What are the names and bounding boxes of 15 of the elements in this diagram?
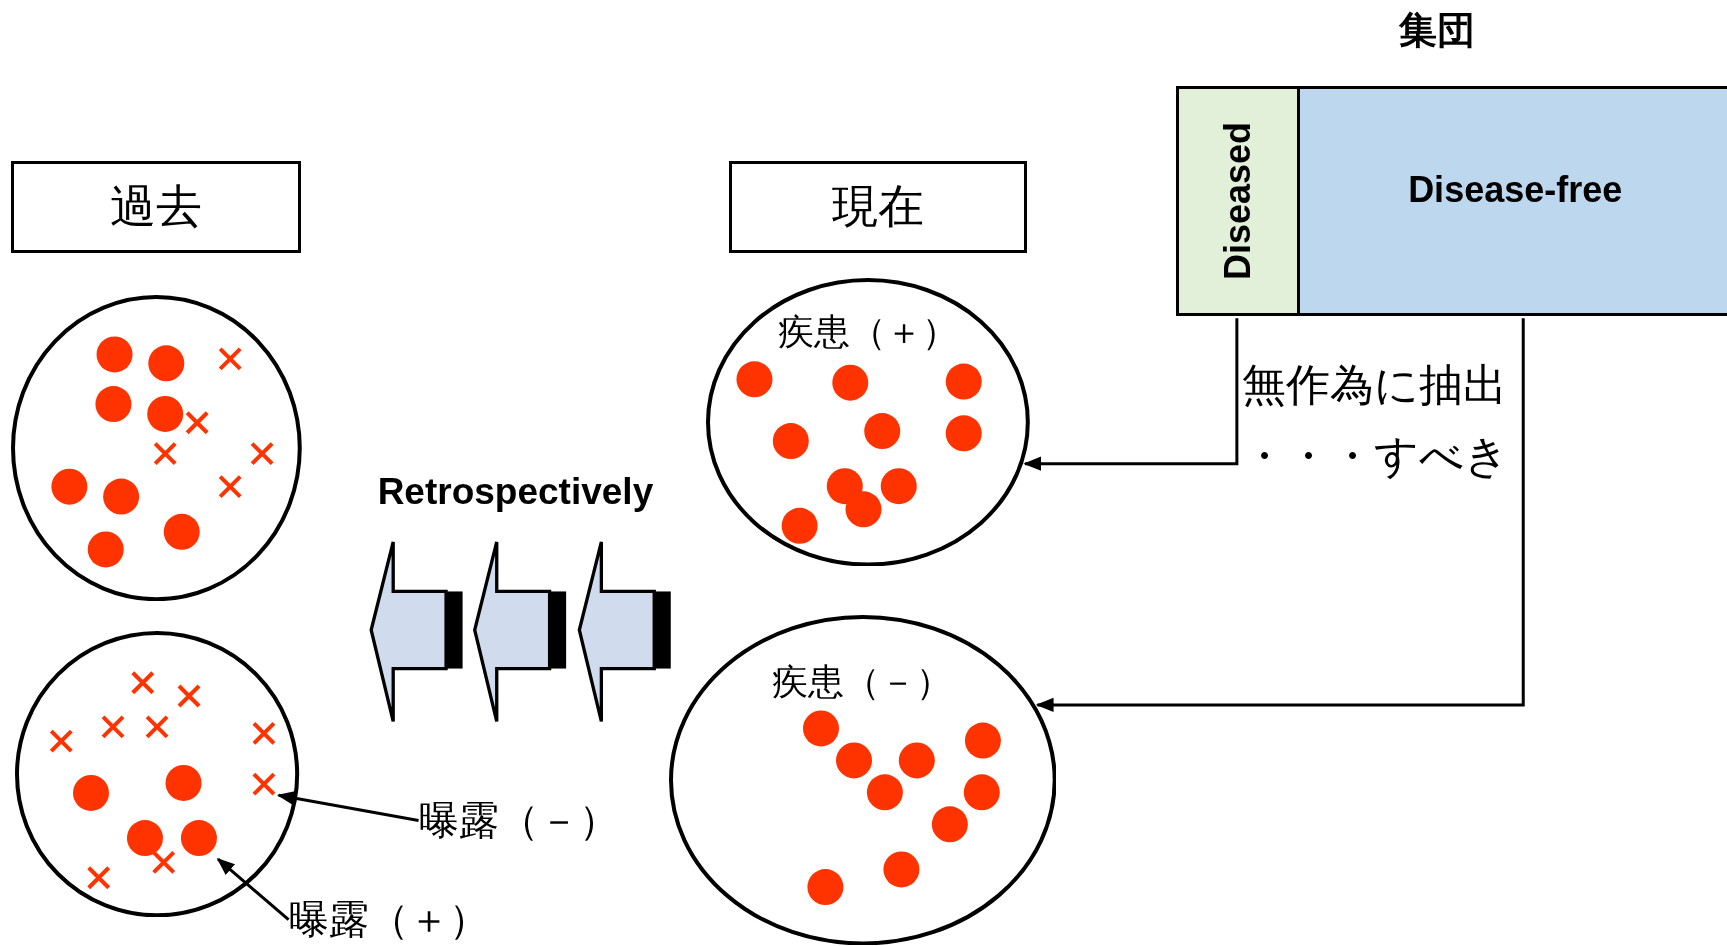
leader-label: 曝露（－） [418,795,639,846]
arrow [1035,318,1525,713]
time-label-box: 過去 [11,160,301,254]
leader-line [276,791,419,823]
direction-caption: Retrospectively [376,470,655,515]
segment-label: Diseased [1217,121,1260,281]
time-label-box: 現在 [729,160,1027,254]
note-text: 無作為に抽出・・・すべき [1242,359,1511,482]
arrow [1023,318,1239,471]
segment-label: Disease-free [1407,168,1624,213]
circle-label: 疾患（－） [771,660,954,705]
leader-label: 曝露（＋） [288,894,509,945]
leader-line [216,857,290,921]
circle-label: 疾患（＋） [776,310,959,355]
group-heading: 集団 [1398,8,1477,54]
